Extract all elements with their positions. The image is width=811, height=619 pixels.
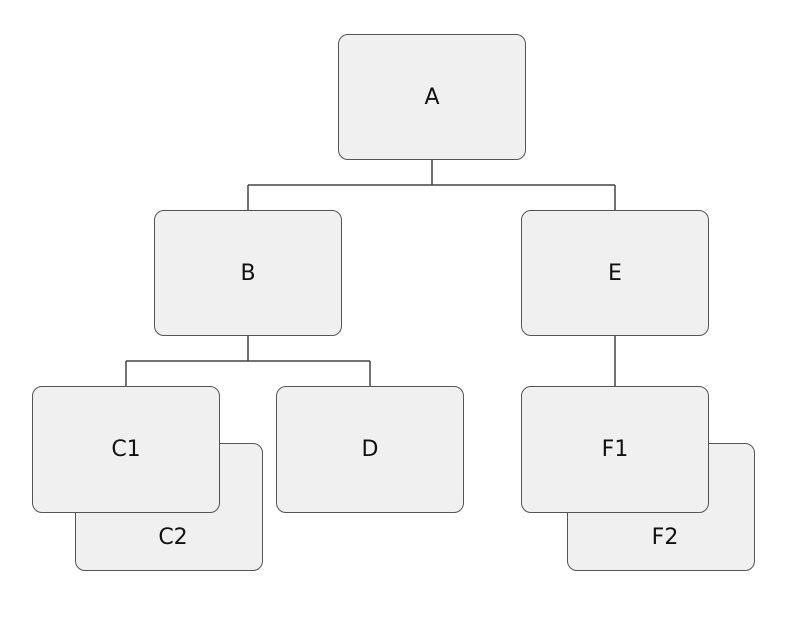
- node-c1: C1: [32, 386, 220, 513]
- node-b: B: [154, 210, 342, 336]
- node-d-label: D: [361, 437, 379, 462]
- node-b-label: B: [240, 260, 256, 286]
- node-f1: F1: [521, 386, 709, 513]
- node-e-label: E: [608, 260, 622, 286]
- node-c1-label: C1: [111, 437, 141, 462]
- node-f1-label: F1: [601, 437, 629, 462]
- node-e: E: [521, 210, 709, 336]
- node-a: A: [338, 34, 526, 160]
- node-c2-label: C2: [158, 525, 188, 550]
- node-d: D: [276, 386, 464, 513]
- node-a-label: A: [424, 84, 440, 110]
- node-f2-label: F2: [651, 525, 679, 550]
